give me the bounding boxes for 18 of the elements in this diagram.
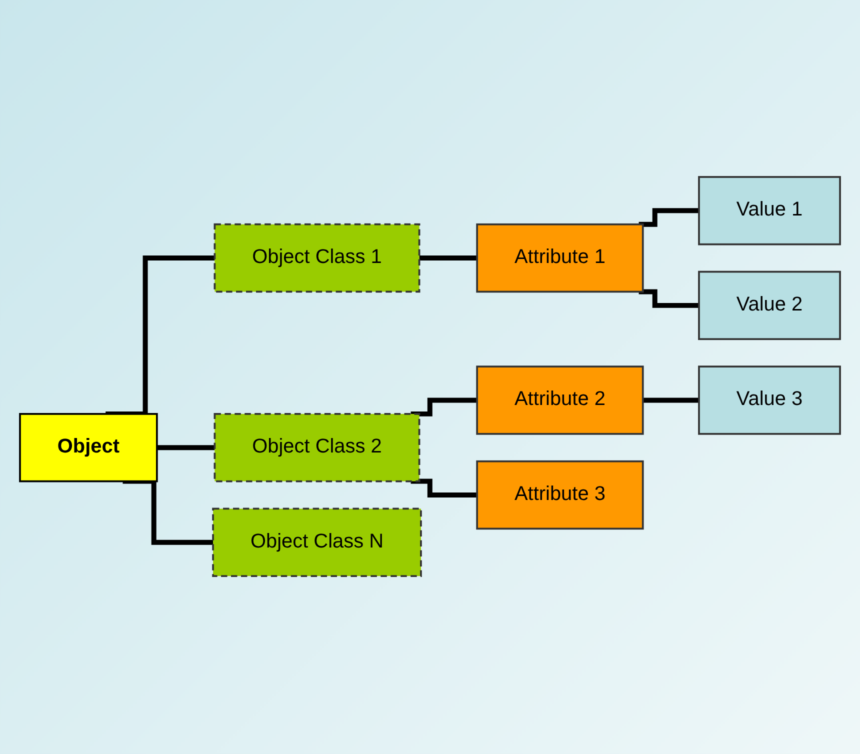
node-box: Object [19, 413, 158, 483]
node-box: Value 3 [698, 366, 841, 436]
connector [642, 398, 699, 404]
connector [419, 256, 478, 261]
connector [638, 208, 699, 228]
node-box: Object Class 2 [214, 413, 420, 483]
connector [156, 446, 215, 451]
connector [410, 479, 478, 498]
node-box: Object Class N [212, 508, 422, 578]
connector [410, 398, 478, 417]
node-box: Object Class 1 [214, 224, 420, 294]
connector [122, 479, 214, 546]
node-box: Value 2 [698, 271, 841, 340]
node-box: Attribute 3 [476, 460, 644, 530]
node-box: Attribute 1 [476, 224, 644, 294]
node-box: Attribute 2 [476, 366, 644, 436]
node-box: Value 1 [698, 176, 841, 246]
connector [638, 290, 699, 308]
